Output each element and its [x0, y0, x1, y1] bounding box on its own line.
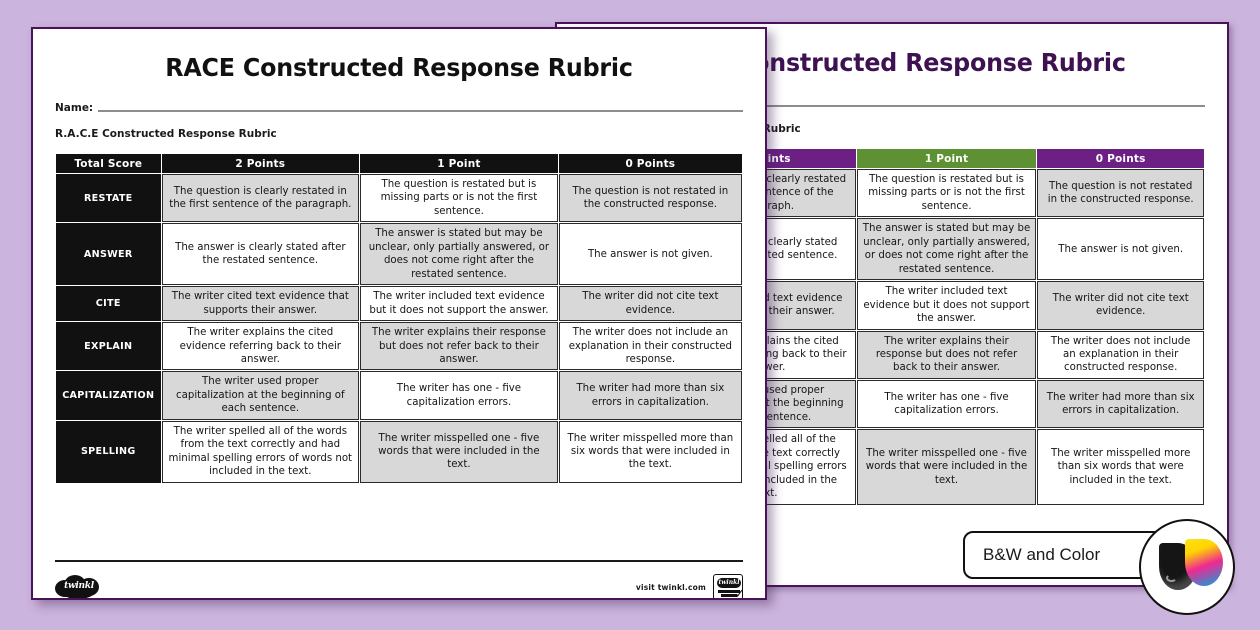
row-label-spelling: SPELLING	[56, 420, 161, 483]
cell-capitalization-1pt: The writer has one - five capitalization…	[856, 379, 1037, 429]
cell-answer-1pt: The answer is stated but may be unclear,…	[360, 223, 558, 286]
cell-explain-1pt: The writer explains their response but d…	[360, 322, 558, 371]
cell-capitalization-0pt: The writer had more than six errors in c…	[558, 371, 742, 420]
page-title: RACE Constructed Response Rubric	[165, 53, 633, 82]
cell-cite-2pt: The writer cited text evidence that supp…	[161, 286, 360, 322]
rubric-table: Total Score 2 Points 1 Point 0 Points RE…	[55, 153, 743, 484]
cell-spelling-2pt: The writer spelled all of the words from…	[161, 420, 360, 483]
cell-restate-1pt: The question is restated but is missing …	[360, 174, 558, 223]
cell-restate-0pt: The question is not restated in the cons…	[1037, 169, 1204, 218]
row-label-capitalization: CAPITALIZATION	[56, 371, 161, 420]
twinkl-logo-text: twinkl	[64, 581, 94, 591]
name-input-line-color[interactable]	[622, 105, 1205, 107]
bw-and-color-badge: B&W and Color	[963, 531, 1168, 579]
cell-cite-1pt: The writer included text evidence but it…	[856, 281, 1037, 330]
row-label-cite: CITE	[56, 286, 161, 322]
check-mark-icon: ✓	[734, 588, 742, 598]
cell-capitalization-2pt: The writer used proper capitalization at…	[161, 371, 360, 420]
header-1-point-color: 1 Point	[856, 149, 1037, 168]
name-input-line[interactable]	[98, 110, 743, 112]
header-0-points-color: 0 Points	[1037, 149, 1204, 168]
bw-rubric-sheet[interactable]: RACE Constructed Response Rubric Name: R…	[31, 27, 767, 600]
page-footer: twinkl visit twinkl.com twinkl ✓	[55, 560, 743, 598]
header-2-points: 2 Points	[161, 154, 360, 173]
ink-drop-cmyk-icon	[1185, 539, 1223, 586]
badge-label: B&W and Color	[983, 545, 1101, 564]
table-header-row: Total Score 2 Points 1 Point 0 Points	[56, 154, 742, 173]
twinkl-logo-icon[interactable]: twinkl	[55, 575, 103, 598]
twinkl-stamp-icon: twinkl ✓	[713, 574, 743, 598]
header-1-point: 1 Point	[360, 154, 558, 173]
cell-cite-0pt: The writer did not cite text evidence.	[1037, 281, 1204, 330]
cell-capitalization-0pt: The writer had more than six errors in c…	[1037, 379, 1204, 429]
cell-answer-0pt: The answer is not given.	[558, 223, 742, 286]
visit-url-text: visit twinkl.com	[635, 582, 706, 592]
cell-explain-0pt: The writer does not include an explanati…	[1037, 330, 1204, 379]
footer-visit-group: visit twinkl.com twinkl ✓	[635, 574, 743, 598]
row-label-restate: RESTATE	[56, 174, 161, 223]
ink-drops-circle	[1139, 519, 1235, 615]
cell-cite-1pt: The writer included text evidence but it…	[360, 286, 558, 322]
subtitle: R.A.C.E Constructed Response Rubric	[55, 128, 277, 140]
stamp-logo-text: twinkl	[718, 578, 740, 586]
cell-answer-2pt: The answer is clearly stated after the r…	[161, 223, 360, 286]
cell-explain-0pt: The writer does not include an explanati…	[558, 322, 742, 371]
name-label: Name:	[55, 102, 94, 114]
cell-answer-0pt: The answer is not given.	[1037, 218, 1204, 281]
cell-answer-1pt: The answer is stated but may be unclear,…	[856, 218, 1037, 281]
row-label-explain: EXPLAIN	[56, 322, 161, 371]
cell-explain-1pt: The writer explains their response but d…	[856, 330, 1037, 379]
cell-capitalization-1pt: The writer has one - five capitalization…	[360, 371, 558, 420]
cell-spelling-0pt: The writer misspelled more than six word…	[1037, 429, 1204, 505]
header-total-score: Total Score	[56, 154, 161, 173]
row-label-answer: ANSWER	[56, 223, 161, 286]
cell-cite-0pt: The writer did not cite text evidence.	[558, 286, 742, 322]
cell-restate-2pt: The question is clearly restated in the …	[161, 174, 360, 223]
cell-spelling-1pt: The writer misspelled one - five words t…	[360, 420, 558, 483]
cell-restate-1pt: The question is restated but is missing …	[856, 169, 1037, 218]
cell-restate-0pt: The question is not restated in the cons…	[558, 174, 742, 223]
header-0-points: 0 Points	[558, 154, 742, 173]
cell-spelling-1pt: The writer misspelled one - five words t…	[856, 429, 1037, 505]
cell-explain-2pt: The writer explains the cited evidence r…	[161, 322, 360, 371]
cell-spelling-0pt: The writer misspelled more than six word…	[558, 420, 742, 483]
name-field-row: Name:	[55, 102, 743, 115]
